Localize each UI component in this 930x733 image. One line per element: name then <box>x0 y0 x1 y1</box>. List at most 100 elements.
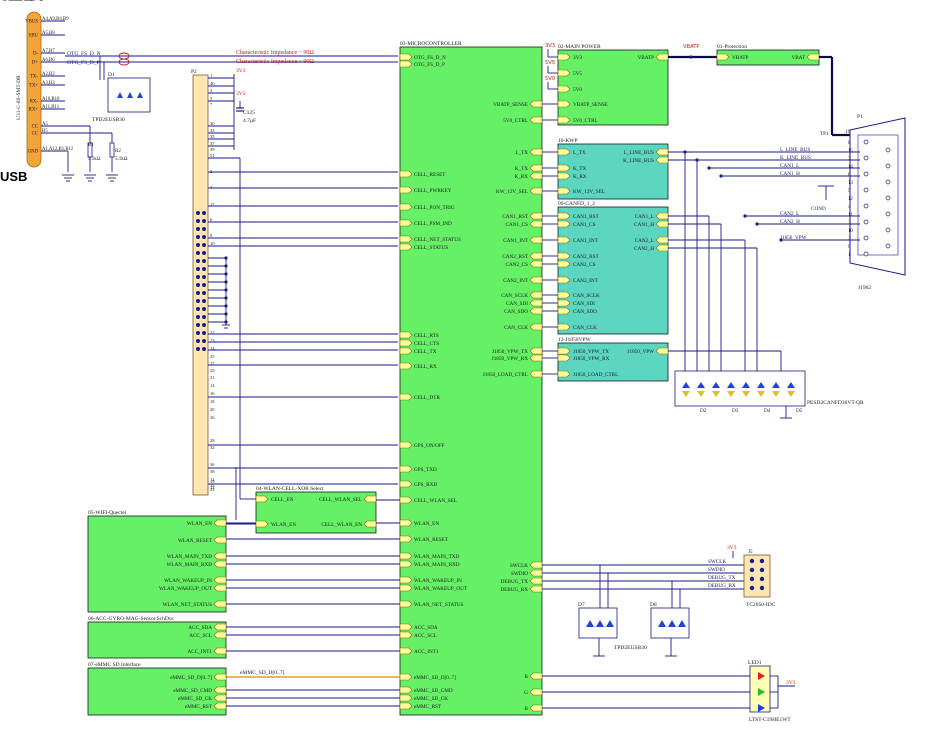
power-port-label: 5V5 <box>573 71 582 77</box>
p2-pin-number: 39 <box>210 147 215 152</box>
p2-pin-dot <box>202 299 206 303</box>
mcu-left-port-port <box>399 465 413 473</box>
p2-pin-dots <box>196 211 206 351</box>
p2-pin-dot <box>202 211 206 215</box>
wifi-port-label: WLAN_NET_STATUS <box>163 602 213 608</box>
esd-d8[interactable]: D8 <box>650 602 690 639</box>
rgb-led[interactable]: LED1 LTST-C19HE1WT 3V3 <box>748 660 796 723</box>
mcu-left-port: CELL_DTR <box>0 0 26 2</box>
kwp-out-port: K_LINE_BUS <box>0 0 31 2</box>
acc-port-label: ACC_SCL <box>189 633 212 639</box>
mcu-left-port-port <box>399 600 413 608</box>
power-out-label: VBATP <box>638 55 655 61</box>
p2-pin-dot <box>196 299 200 303</box>
mcu-port-label: K_RX <box>514 174 528 180</box>
wifi-port-label: WLAN_MAIN_TXD <box>167 554 212 560</box>
mcu-block[interactable]: 03-MICROCONTROLLER <box>399 41 543 716</box>
prot-out-label: VBAT <box>791 55 805 61</box>
sel-port-port <box>363 520 377 528</box>
kwp-block[interactable]: 10-KWP <box>557 138 669 200</box>
power-port-label: VBATP_SENSE <box>573 102 608 108</box>
canfd-block[interactable]: 09-CANFD_1_2 <box>557 201 669 335</box>
mcu-left-port: WLAN_RESET <box>0 0 35 2</box>
obd-pin-number: 7 <box>848 157 851 162</box>
p2-pin-dot <box>196 331 200 335</box>
mcu-port-label: DEBUG_RX <box>500 587 528 593</box>
mcu-left-port: OTG_FS_D_N <box>0 0 32 2</box>
mcu-left-port-port <box>399 702 413 710</box>
obd-pin-hole <box>885 147 891 153</box>
wifi-port-label: WLAN_WAKEUP_IN <box>164 578 212 584</box>
mcu-right-port: K_RX <box>0 0 14 2</box>
mcu-port-label: WLAN_WAKEUP_IN <box>414 578 462 584</box>
mcu-left-port: CELL_STATUS <box>0 0 34 2</box>
usb-esd-diode-d1[interactable]: D1 TPD2EUSB30 <box>92 72 151 123</box>
mcu-port-label: WLAN_MAIN_RXD <box>414 562 460 568</box>
mcu-left-port-port <box>399 694 413 702</box>
emmc-port-label: eMMC_SD_CMD <box>173 688 212 694</box>
acc-ports: ACC_SDAACC_SDAACC_SCLACC_SCLACC_INT1ACC_… <box>0 0 227 655</box>
esd-d7[interactable]: D7 <box>578 602 618 639</box>
acc-block[interactable]: 06-ACC-GYRO-MAG-Sensor.SchDoc <box>87 616 227 659</box>
mcu-right-port-port <box>529 672 543 680</box>
obd-pin-hole <box>863 235 869 241</box>
mcu-port-label: CAN2_INT <box>503 278 529 284</box>
obd-pin-hole <box>863 155 869 161</box>
emmc-port-label: eMMC_SD_D[0..7] <box>170 675 212 681</box>
p2-connector[interactable]: P2 <box>191 69 209 496</box>
impedance-note-2: Characteristic Impedance ~ 90Ω <box>236 59 314 65</box>
mcu-port-label: eMMC_SD_CMD <box>414 688 453 694</box>
obd-net-junction <box>755 222 759 226</box>
mcu-right-port: CAN_SDI <box>0 0 22 2</box>
debug-connector-j5[interactable]: J5 TC2050-IDC 3V3 <box>727 545 776 608</box>
obd-pin-hole <box>885 211 891 217</box>
mcu-right-port-port <box>529 307 543 315</box>
canfd-out-label: CAN2_L <box>635 238 654 244</box>
mcu-right-port: CAN1_INT <box>0 0 26 2</box>
mcu-left-port: CELL_RTS <box>0 0 25 2</box>
tvs-diode <box>742 382 750 388</box>
j1850-block[interactable]: 12-J1850VPW <box>557 337 669 382</box>
main-power-block[interactable]: 02-MAIN POWER <box>557 44 669 126</box>
p2-pin-dot <box>196 275 200 279</box>
p2-pin-number: 3 <box>210 88 213 93</box>
obd-net-label: L_LINE_BUS <box>780 147 810 153</box>
j1850-ports: J1850_VPW_TXJ1850_VPW_TXJ1850_VPW_RXJ185… <box>0 0 669 378</box>
wifi-title: 05-WIFI-Quectel <box>88 510 127 516</box>
canfd-port: CAN1_RST <box>0 0 26 2</box>
j5-pin <box>749 567 755 573</box>
mcu-left-port-port <box>399 631 413 639</box>
canfd-title: 09-CANFD_1_2 <box>558 201 595 207</box>
obd-connector-p1[interactable]: P1 J1962 <box>849 114 906 291</box>
p2-pin-dot <box>202 227 206 231</box>
mcu-right-port: CAN2_CS <box>0 0 23 2</box>
p2-pin-dot <box>202 307 206 311</box>
power-port: 3V3 <box>0 0 9 2</box>
tvs-array[interactable]: PESD2CANFD36VT-QR <box>674 370 864 407</box>
canfd-port: CAN1_CS <box>0 0 23 2</box>
supply-3v3-a: 3V3 <box>236 68 246 74</box>
canfd-out-label: CAN1_H <box>634 222 654 228</box>
kwp-port: K_RX <box>0 0 14 2</box>
obd-pin-number: 3 <box>848 221 851 226</box>
usb-connector[interactable]: U31-C-8S-SMT-DR USB <box>0 11 42 184</box>
obd-net-label: COND <box>811 206 826 212</box>
wifi-port: WLAN_NET_STATUS <box>0 0 50 2</box>
obd-pin-number: 8 <box>848 141 851 146</box>
power-port: 5V0 <box>0 0 9 2</box>
obd-net-junction <box>707 166 711 170</box>
mcu-right-port: CAN1_CS <box>0 0 23 2</box>
mcu-port-label: CAN_SDO <box>504 309 528 315</box>
wlan-cell-select-block[interactable]: 04-WLAN-CELL-XOR Select <box>255 486 377 534</box>
tvs-ref: D2 <box>700 408 707 414</box>
obd-net-junction <box>719 174 723 178</box>
mcu-port-label: CELL_TX <box>414 349 437 355</box>
acc-port-label: ACC_SDA <box>188 625 212 631</box>
p2-pin-number: 32 <box>210 445 215 450</box>
tvs-diode-lower <box>697 391 705 397</box>
obd-pin-hole <box>885 195 891 201</box>
mcu-port-label: WLAN_RESET <box>414 537 449 543</box>
p2-pin-number: 17 <box>210 202 215 207</box>
usb-pin-name: D- <box>33 52 38 57</box>
